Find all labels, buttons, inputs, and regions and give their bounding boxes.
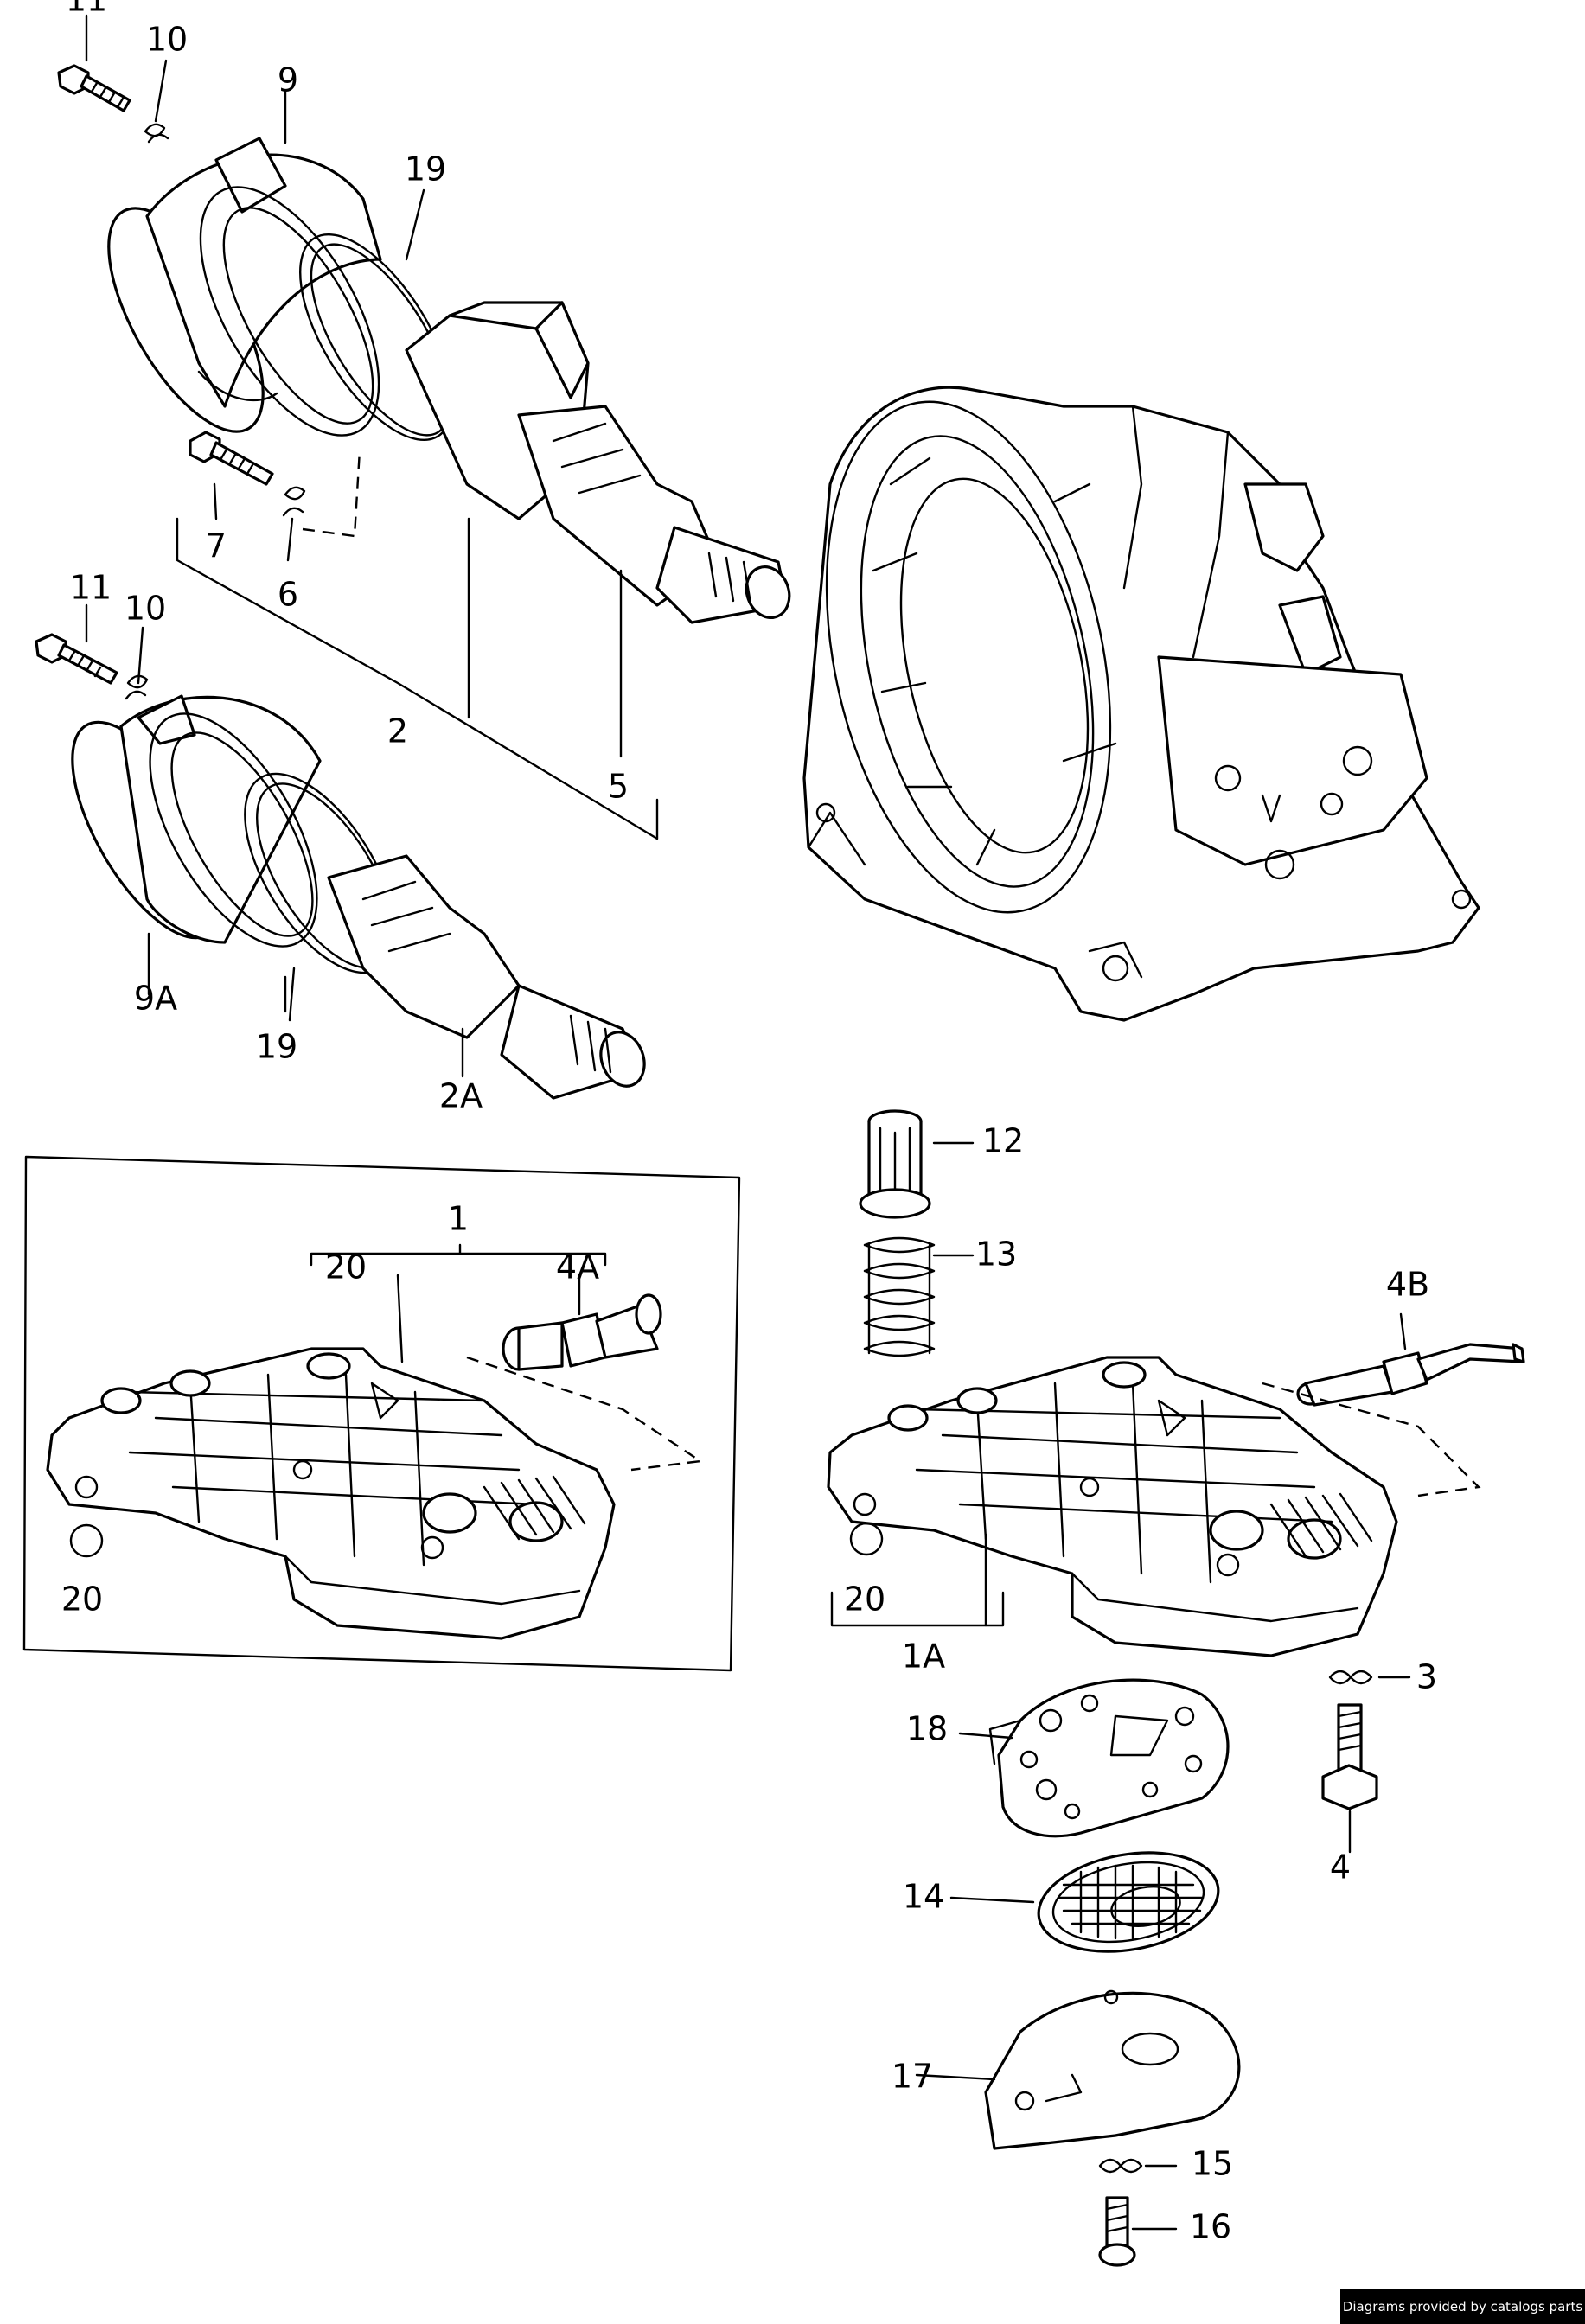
bracket-1a (830, 1591, 1005, 1627)
callout-1: 1 (448, 1200, 469, 1238)
callout-10-mid: 10 (125, 590, 166, 628)
callout-20-top-left: 20 (325, 1248, 367, 1286)
part-cover-plate-17 (915, 1989, 1241, 2150)
part-governor-shaft-2a (327, 854, 646, 1100)
callout-2: 2 (387, 712, 408, 750)
part-check-ball-20-left (69, 1523, 104, 1558)
part-governor-shaft-5 (405, 301, 791, 624)
part-washer-10-mid (125, 674, 149, 700)
part-strainer-14 (949, 1851, 1220, 1953)
callout-5: 5 (608, 768, 629, 806)
part-washer-10-top (144, 123, 169, 144)
part-spring-13 (863, 1236, 975, 1357)
callout-17: 17 (892, 2058, 933, 2096)
part-bolt-7 (189, 431, 274, 486)
callout-7: 7 (206, 527, 227, 565)
part-valve-body-1a (827, 1356, 1398, 1657)
part-washer-3 (1328, 1670, 1411, 1685)
callout-19-mid: 19 (256, 1028, 297, 1066)
callout-1a: 1A (902, 1638, 945, 1676)
callout-9a: 9A (134, 980, 177, 1018)
callout-15: 15 (1192, 2145, 1233, 2183)
callout-16: 16 (1190, 2208, 1231, 2246)
callout-2a: 2A (439, 1077, 483, 1115)
part-bolt-16 (1098, 2196, 1178, 2267)
callout-10-top: 10 (146, 21, 188, 59)
governor-assembly-2 (57, 64, 791, 840)
part-washer-6 (282, 486, 306, 517)
credit-badge: Diagrams provided by catalogs parts (1340, 2289, 1585, 2324)
callout-labels: 11 10 9 19 7 6 2 5 11 10 9A 19 2A 1 20 4… (61, 0, 1437, 2246)
callout-18: 18 (906, 1710, 948, 1748)
callout-6: 6 (278, 576, 298, 614)
callout-20-right: 20 (844, 1580, 885, 1618)
valve-body-assembly-1 (22, 1155, 741, 1672)
part-transmission-housing (802, 386, 1480, 1022)
bracket-2 (176, 517, 659, 840)
callout-11-mid: 11 (70, 569, 112, 607)
part-o-ring-19-top (299, 233, 453, 442)
leader-lines (85, 14, 425, 1022)
callout-4: 4 (1330, 1848, 1351, 1887)
part-governor-housing-9a (71, 694, 322, 948)
part-valve-body-1 (46, 1347, 616, 1640)
callout-3: 3 (1416, 1658, 1437, 1696)
bracket-1 (310, 1243, 607, 1267)
part-bolt-11-top (57, 64, 131, 112)
callout-12: 12 (982, 1122, 1024, 1160)
part-separator-plate-18 (958, 1678, 1230, 1838)
callout-9: 9 (278, 61, 298, 99)
part-governor-housing-9 (107, 137, 382, 437)
frame-box-valve-body-1 (22, 1155, 741, 1672)
callout-11-top: 11 (66, 0, 107, 19)
part-bolt-11-mid (35, 633, 118, 685)
part-valve-4a (502, 1293, 662, 1371)
part-filter-12 (859, 1109, 975, 1219)
valve-body-assembly-1a (827, 1312, 1525, 2267)
part-valve-4b (1296, 1343, 1525, 1407)
part-washer-15 (1098, 2158, 1178, 2174)
callout-20-bottom-left: 20 (61, 1580, 103, 1618)
callout-19-top: 19 (405, 150, 446, 188)
governor-assembly-2a (35, 633, 646, 1100)
callout-4a: 4A (556, 1248, 599, 1286)
part-bolt-4 (1321, 1703, 1378, 1854)
part-check-ball-20-right (849, 1522, 884, 1556)
callout-4b: 4B (1386, 1266, 1429, 1304)
callout-13: 13 (975, 1235, 1017, 1274)
callout-14: 14 (903, 1878, 944, 1916)
